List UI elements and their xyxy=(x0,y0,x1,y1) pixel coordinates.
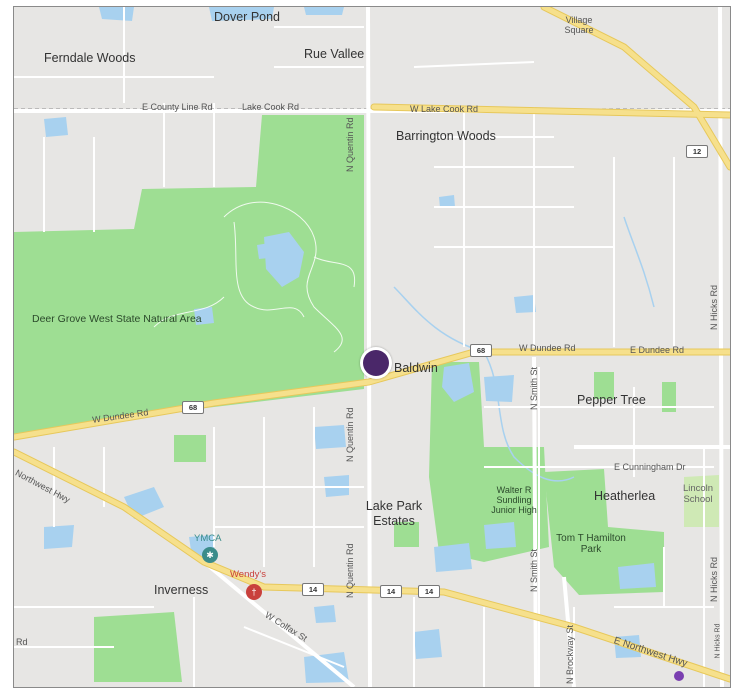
park-small-4 xyxy=(394,522,419,547)
road-label-hicks-3: N Hicks Rd xyxy=(714,623,722,659)
place-label-lake-park-estates: Lake Park Estates xyxy=(365,499,423,528)
place-label-village-square: Village Square xyxy=(564,15,594,35)
road-label-county-line: E County Line Rd xyxy=(142,102,213,112)
route-shield-14-c: 14 xyxy=(380,585,402,598)
place-label-barrington-woods: Barrington Woods xyxy=(396,129,496,143)
road-label-lake-cook-e: W Lake Cook Rd xyxy=(410,104,479,114)
road-label-quentin-3: N Quentin Rd xyxy=(345,543,355,598)
fitness-icon[interactable]: ✱ xyxy=(202,547,218,563)
place-label-dover-pond: Dover Pond xyxy=(214,10,281,24)
road-label-lake-cook-w: Lake Cook Rd xyxy=(242,102,300,112)
place-label-rue-vallee: Rue Vallee xyxy=(304,47,365,61)
poi-label-ymca[interactable]: YMCA xyxy=(194,533,222,544)
park-label-deer-grove: Deer Grove West State Natural Area xyxy=(32,313,202,325)
route-shield-14-b: 14 xyxy=(418,585,440,598)
route-shield-68-west: 68 xyxy=(182,401,204,414)
park-small-1 xyxy=(174,435,206,462)
road-label-dundee-e2: E Dundee Rd xyxy=(630,345,685,355)
road-label-cunningham: E Cunningham Dr xyxy=(614,462,686,472)
location-marker[interactable] xyxy=(360,347,392,379)
park-label-lincoln-school: Lincoln School xyxy=(682,483,714,505)
road-label-smith-2: N Smith St xyxy=(529,548,539,592)
deer-grove-park xyxy=(14,115,364,437)
road-label-smith-1: N Smith St xyxy=(529,366,539,410)
road-label-rd-left: Rd xyxy=(16,637,28,647)
road-label-hicks-2: N Hicks Rd xyxy=(709,556,719,602)
route-shield-12: 12 xyxy=(686,145,708,158)
park-label-walter-sundling: Walter R Sundling Junior High xyxy=(491,485,537,515)
place-label-baldwin: Baldwin xyxy=(394,361,438,375)
park-small-5 xyxy=(94,612,182,682)
hamilton-park xyxy=(544,469,664,595)
sundling-park xyxy=(429,362,549,562)
map-base-layer xyxy=(14,7,730,687)
place-label-ferndale-woods: Ferndale Woods xyxy=(44,51,136,65)
route-shield-14-a: 14 xyxy=(302,583,324,596)
park-trails xyxy=(153,201,356,353)
road-label-dundee-e1: W Dundee Rd xyxy=(519,343,576,353)
poi-label-wendys[interactable]: Wendy's xyxy=(230,569,266,580)
restaurant-icon[interactable]: † xyxy=(246,584,262,600)
park-small-6 xyxy=(684,475,719,527)
poi-marker-icon[interactable] xyxy=(674,671,684,681)
map-canvas[interactable]: Dover Pond Ferndale Woods Rue Vallee Vil… xyxy=(13,6,731,688)
minor-roads xyxy=(14,7,714,687)
place-label-heatherlea: Heatherlea xyxy=(594,489,656,503)
route-shield-68-east: 68 xyxy=(470,344,492,357)
place-label-pepper-tree: Pepper Tree xyxy=(577,393,646,407)
place-label-inverness: Inverness xyxy=(154,583,209,597)
water-bodies xyxy=(44,7,656,683)
streams xyxy=(393,216,655,482)
highway-fill xyxy=(14,7,730,682)
park-small-3 xyxy=(662,382,676,412)
park-label-tom-hamilton: Tom T Hamilton Park xyxy=(556,533,626,555)
road-label-brockway: N Brockway St xyxy=(565,624,575,684)
road-label-hicks-1: N Hicks Rd xyxy=(709,284,719,330)
park-small-2 xyxy=(594,372,614,399)
road-label-quentin-2: N Quentin Rd xyxy=(345,407,355,462)
road-label-quentin-1: N Quentin Rd xyxy=(345,117,355,172)
location-marker-icon xyxy=(363,350,389,376)
